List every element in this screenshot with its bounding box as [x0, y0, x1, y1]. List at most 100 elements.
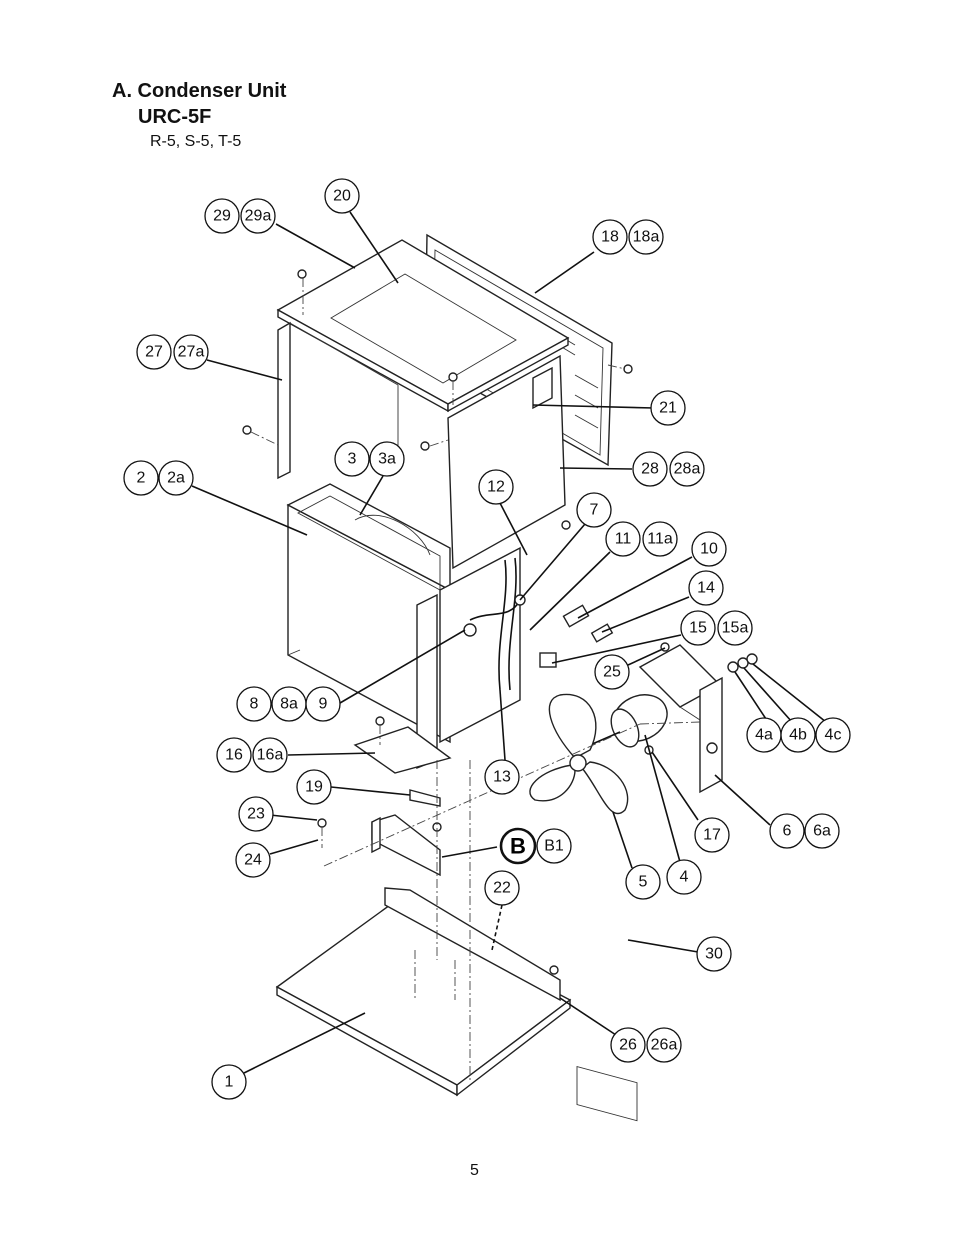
leader-lines — [191, 211, 827, 1074]
callout-21: 21 — [650, 390, 686, 426]
callout-29: 29 — [204, 198, 240, 234]
callout-8: 8 — [236, 686, 272, 722]
model-list: R-5, S-5, T-5 — [150, 133, 242, 150]
assembly-lines — [250, 278, 701, 1080]
callout-4c: 4c — [815, 717, 851, 753]
svg-text:16: 16 — [225, 747, 243, 764]
svg-text:24: 24 — [244, 852, 262, 869]
svg-text:30: 30 — [705, 946, 723, 963]
callout-29a: 29a — [240, 198, 276, 234]
callout-15: 15 — [680, 610, 716, 646]
callout-3a: 3a — [369, 441, 405, 477]
svg-text:15a: 15a — [722, 620, 749, 637]
svg-text:18a: 18a — [633, 229, 660, 246]
svg-text:18: 18 — [601, 229, 619, 246]
svg-text:26a: 26a — [651, 1037, 678, 1054]
svg-text:8a: 8a — [280, 696, 298, 713]
svg-text:20: 20 — [333, 188, 351, 205]
svg-text:12: 12 — [487, 479, 505, 496]
top-panel — [276, 239, 570, 413]
callout-9: 9 — [305, 686, 341, 722]
svg-text:4c: 4c — [825, 727, 842, 744]
callout-b: B — [499, 827, 537, 865]
svg-text:4a: 4a — [755, 727, 773, 744]
callout-12: 12 — [478, 469, 514, 505]
callout-5: 5 — [625, 864, 661, 900]
svg-text:16a: 16a — [257, 747, 284, 764]
svg-text:28a: 28a — [674, 461, 701, 478]
svg-text:5: 5 — [639, 874, 648, 891]
svg-text:29: 29 — [213, 208, 231, 225]
svg-text:4b: 4b — [789, 727, 807, 744]
svg-text:B: B — [510, 834, 526, 859]
svg-text:8: 8 — [250, 696, 259, 713]
svg-text:27a: 27a — [178, 344, 205, 361]
svg-text:2: 2 — [137, 470, 146, 487]
callout-8a: 8a — [271, 686, 307, 722]
callout-11: 11 — [605, 521, 641, 557]
callout-25: 25 — [594, 654, 630, 690]
svg-text:3a: 3a — [378, 451, 396, 468]
callout-13: 13 — [484, 759, 520, 795]
svg-text:7: 7 — [590, 502, 599, 519]
callout-26a: 26a — [646, 1027, 682, 1063]
callout-15a: 15a — [717, 610, 753, 646]
page-title: A. Condenser Unit — [112, 80, 287, 102]
callout-4a: 4a — [746, 717, 782, 753]
svg-text:6: 6 — [783, 823, 792, 840]
svg-text:2a: 2a — [167, 470, 185, 487]
callout-b1: B1 — [536, 828, 572, 864]
svg-text:17: 17 — [703, 827, 721, 844]
callout-2: 2 — [123, 460, 159, 496]
base-frame — [275, 887, 572, 1097]
callout-10: 10 — [691, 531, 727, 567]
callout-6a: 6a — [804, 813, 840, 849]
right-side-panel — [447, 354, 566, 570]
svg-text:14: 14 — [697, 580, 715, 597]
callout-1: 1 — [211, 1064, 247, 1100]
callout-14: 14 — [688, 570, 724, 606]
svg-text:4: 4 — [680, 869, 689, 886]
callout-18: 18 — [592, 219, 628, 255]
callout-27a: 27a — [173, 334, 209, 370]
svg-text:21: 21 — [659, 400, 677, 417]
screws — [242, 269, 670, 975]
motor-bracket — [638, 644, 723, 794]
callout-7: 7 — [576, 492, 612, 528]
washers — [727, 653, 758, 673]
svg-text:15: 15 — [689, 620, 707, 637]
svg-text:27: 27 — [145, 344, 163, 361]
callout-6: 6 — [769, 813, 805, 849]
fan-blade — [529, 693, 629, 815]
callout-22: 22 — [484, 870, 520, 906]
callout-11a: 11a — [642, 521, 678, 557]
callout-3: 3 — [334, 441, 370, 477]
bracket-b — [371, 814, 441, 877]
model-heading: URC-5F — [138, 106, 212, 128]
callout-19: 19 — [296, 769, 332, 805]
callout-28: 28 — [632, 451, 668, 487]
callout-20: 20 — [324, 178, 360, 214]
svg-text:B1: B1 — [544, 838, 564, 855]
svg-text:29a: 29a — [245, 208, 272, 225]
svg-text:1: 1 — [225, 1074, 234, 1091]
callout-17: 17 — [694, 817, 730, 853]
callout-27: 27 — [136, 334, 172, 370]
svg-text:13: 13 — [493, 769, 511, 786]
callout-4b: 4b — [780, 717, 816, 753]
svg-text:9: 9 — [319, 696, 328, 713]
callout-26: 26 — [610, 1027, 646, 1063]
callout-24: 24 — [235, 842, 271, 878]
svg-text:22: 22 — [493, 880, 511, 897]
callout-16: 16 — [216, 737, 252, 773]
callout-4: 4 — [666, 859, 702, 895]
label-30 — [576, 1066, 638, 1122]
page-number: 5 — [470, 1162, 479, 1179]
callout-2a: 2a — [158, 460, 194, 496]
svg-text:10: 10 — [700, 541, 718, 558]
svg-text:11a: 11a — [647, 531, 673, 548]
part-drawings — [242, 233, 758, 1122]
svg-text:26: 26 — [619, 1037, 637, 1054]
svg-text:23: 23 — [247, 806, 265, 823]
